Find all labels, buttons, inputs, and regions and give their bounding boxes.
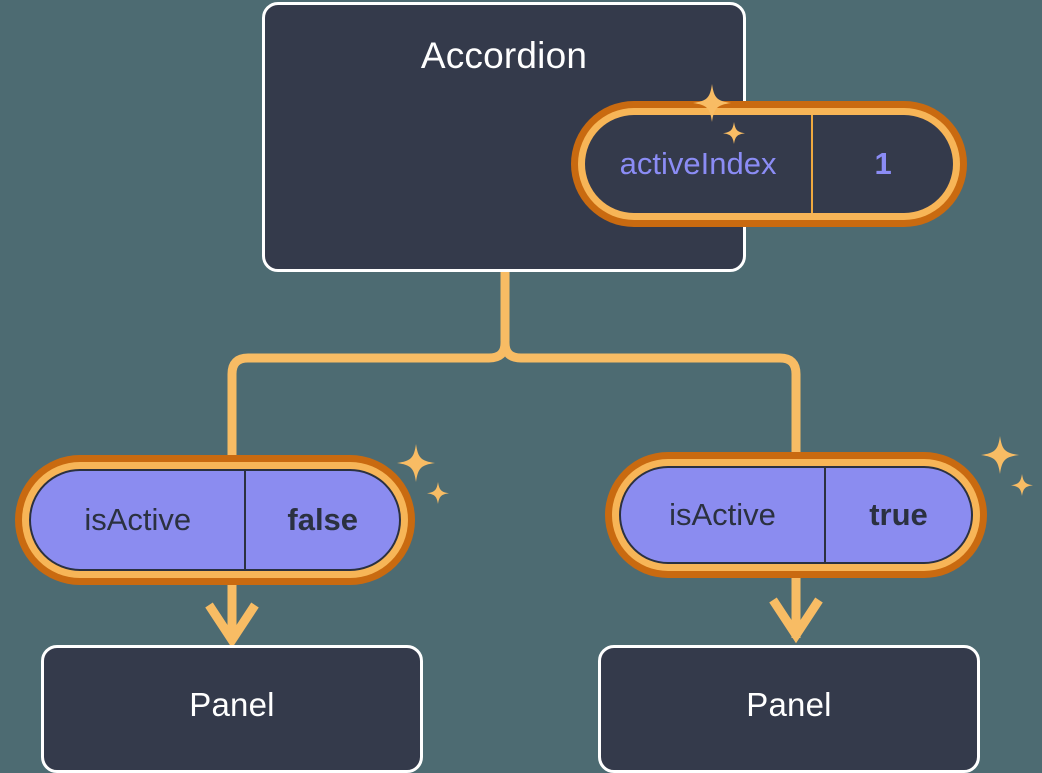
prop-pill-isactive-true[interactable]: isActive true [605, 452, 987, 578]
prop-value-label: false [244, 471, 399, 569]
state-pill-activeindex[interactable]: activeIndex 1 [571, 101, 967, 227]
wire-branch-right [500, 338, 801, 457]
sparkle-icon-true [981, 436, 1033, 496]
pill-body: isActive true [619, 466, 973, 564]
wire-branch-left [227, 338, 510, 460]
prop-key-label: isActive [84, 502, 192, 537]
arrowhead-left [205, 602, 259, 649]
pill-inner-ring: isActive false [22, 462, 408, 578]
panel-node-left[interactable]: Panel [41, 645, 423, 773]
accordion-title: Accordion [420, 35, 588, 76]
accordion-node[interactable]: Accordion activeIndex 1 [262, 2, 967, 272]
pill-inner-ring: activeIndex 1 [578, 108, 960, 220]
panel-title: Panel [189, 686, 275, 723]
pill-body: isActive false [29, 469, 401, 571]
panel-title: Panel [746, 686, 832, 723]
arrowhead-right [769, 597, 823, 644]
prop-value-label: true [824, 468, 971, 562]
state-key-label: activeIndex [585, 115, 814, 213]
state-value-label: 1 [874, 146, 892, 181]
pill-body: activeIndex 1 [585, 115, 953, 213]
prop-pill-isactive-false[interactable]: isActive false [15, 455, 415, 585]
pill-inner-ring: isActive true [612, 459, 980, 571]
panel-node-right[interactable]: Panel [598, 645, 980, 773]
prop-key-label: isActive [669, 497, 776, 532]
